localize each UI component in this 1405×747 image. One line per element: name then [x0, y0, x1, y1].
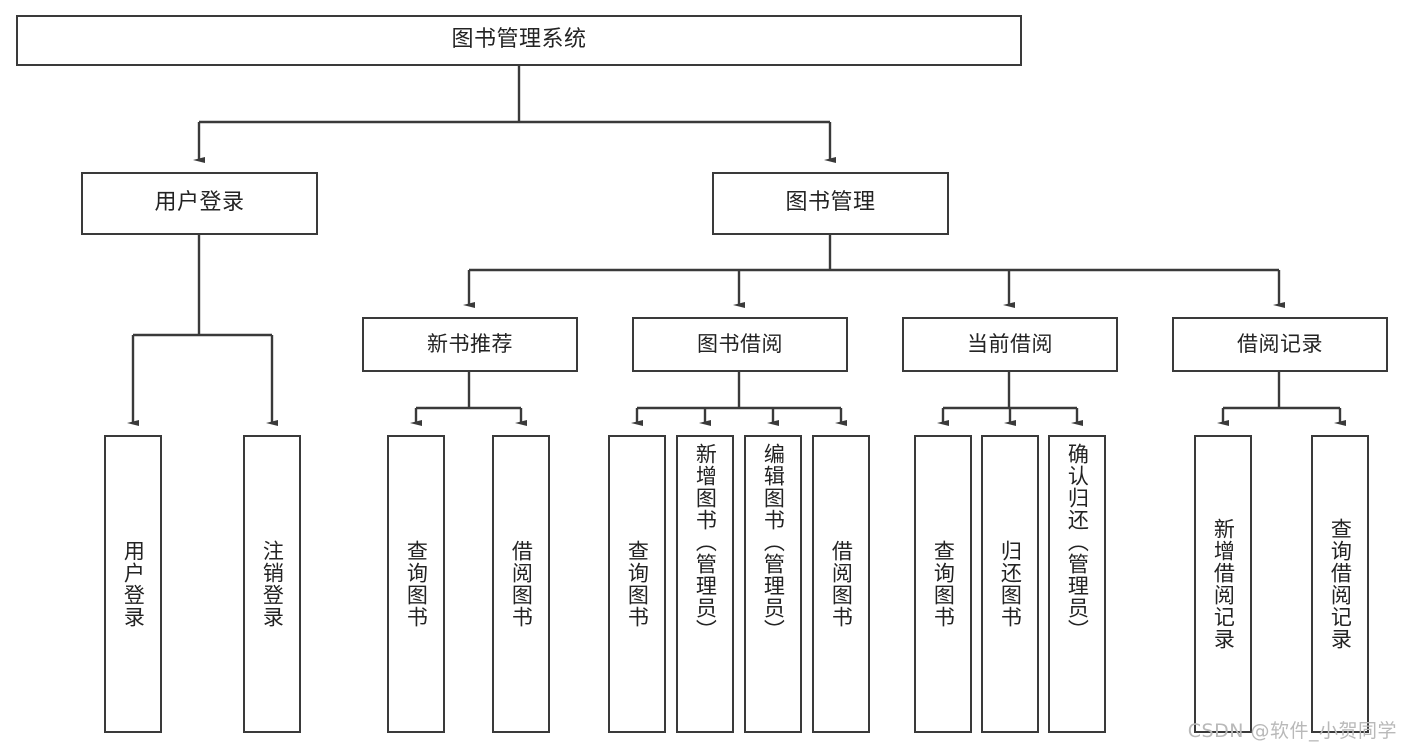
node-user-login[interactable]: 用户登录: [81, 172, 318, 235]
node-book-manage[interactable]: 图书管理: [712, 172, 949, 235]
node-current-borrow-label: 当前借阅: [967, 331, 1053, 356]
leaf-recommend-borrow-book-label: 借阅图书: [509, 540, 534, 628]
leaf-logout[interactable]: 注销登录: [243, 435, 301, 733]
leaf-logout-label: 注销登录: [260, 540, 285, 628]
leaf-borrow-query-book[interactable]: 查询图书: [608, 435, 666, 733]
leaf-user-login-label: 用户登录: [121, 540, 146, 628]
leaf-recommend-borrow-book[interactable]: 借阅图书: [492, 435, 550, 733]
node-book-borrow[interactable]: 图书借阅: [632, 317, 848, 372]
leaf-record-add-record[interactable]: 新增借阅记录: [1194, 435, 1252, 733]
leaf-current-confirm-return-label: 确认归还（管理员）: [1065, 443, 1090, 641]
leaf-current-return-book[interactable]: 归还图书: [981, 435, 1039, 733]
leaf-recommend-query-book[interactable]: 查询图书: [387, 435, 445, 733]
leaf-user-login[interactable]: 用户登录: [104, 435, 162, 733]
leaf-borrow-edit-book-label: 编辑图书（管理员）: [761, 443, 786, 641]
leaf-record-query-record-label: 查询借阅记录: [1328, 518, 1353, 650]
watermark: CSDN @软件_小贺同学: [1187, 720, 1397, 742]
node-root-label: 图书管理系统: [451, 27, 587, 53]
leaf-record-query-record[interactable]: 查询借阅记录: [1311, 435, 1369, 733]
node-new-book-recommend-label: 新书推荐: [427, 331, 513, 356]
node-user-login-label: 用户登录: [154, 190, 245, 216]
node-borrow-record-label: 借阅记录: [1237, 331, 1323, 356]
leaf-borrow-borrow-book[interactable]: 借阅图书: [812, 435, 870, 733]
leaf-current-confirm-return[interactable]: 确认归还（管理员）: [1048, 435, 1106, 733]
leaf-recommend-query-book-label: 查询图书: [404, 540, 429, 628]
leaf-current-return-book-label: 归还图书: [998, 540, 1023, 628]
leaf-borrow-edit-book[interactable]: 编辑图书（管理员）: [744, 435, 802, 733]
node-root[interactable]: 图书管理系统: [16, 15, 1022, 66]
leaf-borrow-add-book-label: 新增图书（管理员）: [693, 443, 718, 641]
leaf-current-query-book[interactable]: 查询图书: [914, 435, 972, 733]
leaf-current-query-book-label: 查询图书: [931, 540, 956, 628]
node-book-borrow-label: 图书借阅: [697, 331, 783, 356]
node-current-borrow[interactable]: 当前借阅: [902, 317, 1118, 372]
leaf-record-add-record-label: 新增借阅记录: [1211, 518, 1236, 650]
node-new-book-recommend[interactable]: 新书推荐: [362, 317, 578, 372]
leaf-borrow-borrow-book-label: 借阅图书: [829, 540, 854, 628]
node-borrow-record[interactable]: 借阅记录: [1172, 317, 1388, 372]
leaf-borrow-query-book-label: 查询图书: [625, 540, 650, 628]
node-book-manage-label: 图书管理: [785, 190, 876, 216]
leaf-borrow-add-book[interactable]: 新增图书（管理员）: [676, 435, 734, 733]
